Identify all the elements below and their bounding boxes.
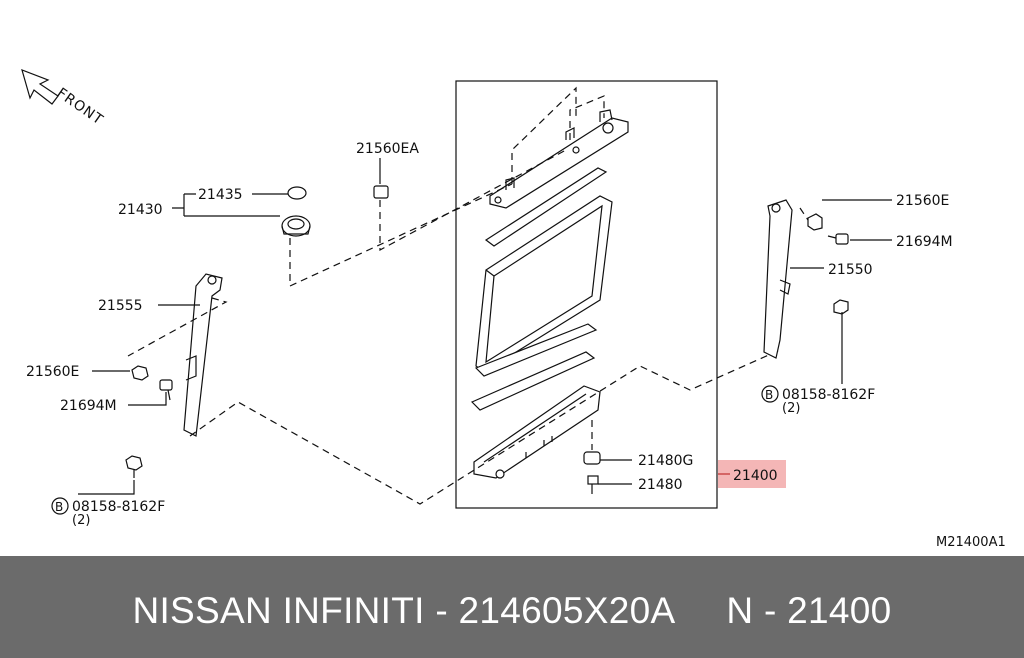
label-bolt-left: 08158-8162F bbox=[72, 499, 165, 515]
label-21400: 21400 bbox=[733, 468, 778, 484]
right-lower-bolt-icon bbox=[833, 299, 849, 315]
lower-seal-strip-2-part bbox=[470, 351, 596, 411]
radiator-core-part bbox=[475, 195, 613, 373]
part-caption: NISSAN INFINITI - 214605X20A N - 21400 bbox=[132, 590, 892, 631]
right-nut-icon bbox=[807, 213, 823, 231]
bolt-marker-left-icon: B bbox=[51, 497, 69, 515]
left-bracket-part bbox=[183, 273, 223, 437]
left-lower-bolt-icon bbox=[125, 455, 143, 478]
parts-diagram: FRONT bbox=[21, 69, 1006, 550]
drain-cock-icon bbox=[583, 451, 601, 494]
label-21694M-right: 21694M bbox=[896, 234, 953, 250]
label-21555: 21555 bbox=[98, 298, 143, 314]
label-21480G: 21480G bbox=[638, 453, 693, 469]
upper-tank-part bbox=[489, 109, 629, 209]
mount-rubber-icon bbox=[373, 185, 389, 199]
radiator-assembly-frame bbox=[455, 80, 718, 509]
label-21550: 21550 bbox=[828, 262, 873, 278]
radiator-cap-icon bbox=[281, 215, 311, 237]
front-label: FRONT bbox=[54, 85, 106, 128]
right-bolt-icon bbox=[827, 233, 849, 245]
label-21694M-left: 21694M bbox=[60, 398, 117, 414]
left-bolt-icon bbox=[159, 379, 173, 401]
label-21430: 21430 bbox=[118, 202, 163, 218]
left-nut-icon bbox=[131, 365, 149, 381]
footer-bar: NISSAN INFINITI - 214605X20A N - 21400 bbox=[0, 556, 1024, 658]
front-arrow-icon bbox=[21, 69, 59, 105]
label-bolt-left-qty: (2) bbox=[72, 513, 90, 528]
label-21435: 21435 bbox=[198, 187, 243, 203]
diagram-code: M21400A1 bbox=[936, 535, 1006, 550]
label-21560E-right: 21560E bbox=[896, 193, 949, 209]
bolt-marker-left: B bbox=[55, 500, 63, 514]
upper-seal-part bbox=[484, 167, 608, 247]
bolt-marker-right-icon: B bbox=[761, 385, 779, 403]
label-21560E-left: 21560E bbox=[26, 364, 79, 380]
bolt-marker-right: B bbox=[765, 388, 773, 402]
label-bolt-right-qty: (2) bbox=[782, 401, 800, 416]
lower-seal-part bbox=[474, 323, 598, 377]
label-21480: 21480 bbox=[638, 477, 683, 493]
label-bolt-right: 08158-8162F bbox=[782, 387, 875, 403]
label-21560EA: 21560EA bbox=[356, 141, 419, 157]
cap-seal-icon bbox=[287, 186, 307, 200]
lower-tank-part bbox=[473, 385, 601, 479]
right-bracket-part bbox=[763, 199, 793, 359]
